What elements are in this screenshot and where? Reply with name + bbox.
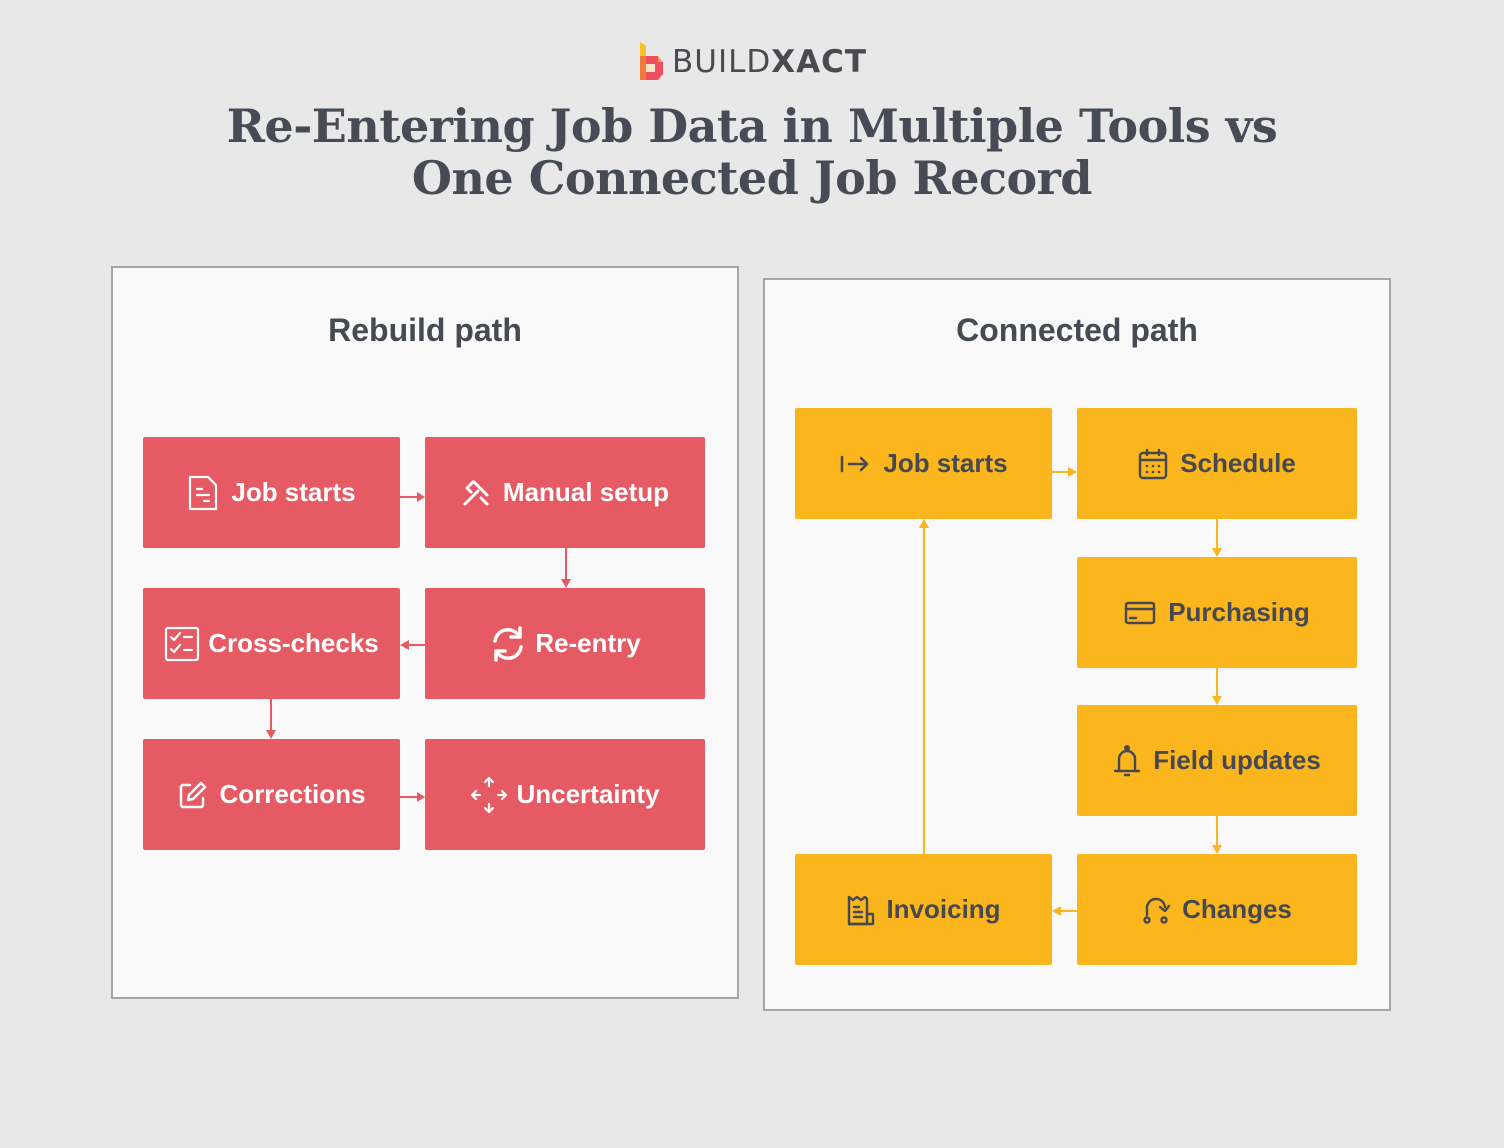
- node-label: Job starts: [231, 477, 356, 507]
- bell-icon: [1113, 744, 1141, 778]
- rebuild-node-corrections: Corrections: [143, 739, 400, 850]
- document-icon: [187, 474, 219, 512]
- move-arrows-icon: [470, 776, 508, 814]
- node-label: Cross-checks: [208, 628, 379, 658]
- refresh-icon: [489, 625, 527, 663]
- page-title-line-1: Re-Entering Job Data in Multiple Tools v…: [226, 99, 1278, 153]
- credit-card-icon: [1124, 600, 1156, 626]
- receipt-icon: [846, 894, 876, 926]
- brand-name-light: BUILD: [672, 43, 772, 80]
- rebuild-node-job-starts: Job starts: [143, 437, 400, 548]
- connected-node-schedule: Schedule: [1077, 408, 1357, 519]
- change-route-icon: [1142, 895, 1172, 925]
- node-label: Job starts: [883, 448, 1008, 478]
- page-title-line-2: One Connected Job Record: [411, 151, 1093, 205]
- node-label: Manual setup: [502, 477, 670, 507]
- rebuild-path-title: Rebuild path: [328, 312, 522, 348]
- brand-name: BUILDXACT: [672, 43, 868, 80]
- node-label: Field updates: [1153, 745, 1321, 775]
- connected-path-title: Connected path: [956, 312, 1198, 348]
- checklist-icon: [164, 626, 200, 662]
- node-label: Invoicing: [886, 894, 1001, 924]
- edit-icon: [178, 780, 208, 810]
- node-label: Purchasing: [1168, 597, 1310, 627]
- node-label: Changes: [1182, 894, 1292, 924]
- tools-icon: [461, 478, 491, 508]
- connected-node-invoicing: Invoicing: [795, 854, 1052, 965]
- node-label: Schedule: [1180, 448, 1296, 478]
- arrow-right-to-line-icon: [839, 453, 871, 475]
- buildxact-b-logo-icon: [640, 42, 663, 80]
- rebuild-node-re-entry: Re-entry: [425, 588, 705, 699]
- connected-node-purchasing: Purchasing: [1077, 557, 1357, 668]
- rebuild-node-manual-setup: Manual setup: [425, 437, 705, 548]
- node-label: Re-entry: [535, 628, 641, 658]
- calendar-icon: [1138, 448, 1168, 480]
- node-label: Corrections: [219, 779, 366, 809]
- brand-name-bold: XACT: [771, 43, 868, 80]
- buildxact-logo: BUILDXACT: [638, 38, 867, 86]
- connected-node-job-starts: Job starts: [795, 408, 1052, 519]
- node-label: Uncertainty: [516, 779, 660, 809]
- rebuild-node-cross-checks: Cross-checks: [143, 588, 400, 699]
- page-title: Re-Entering Job Data in Multiple Tools v…: [0, 100, 1504, 204]
- rebuild-node-uncertainty: Uncertainty: [425, 739, 705, 850]
- connected-node-field-updates: Field updates: [1077, 705, 1357, 816]
- connected-node-changes: Changes: [1077, 854, 1357, 965]
